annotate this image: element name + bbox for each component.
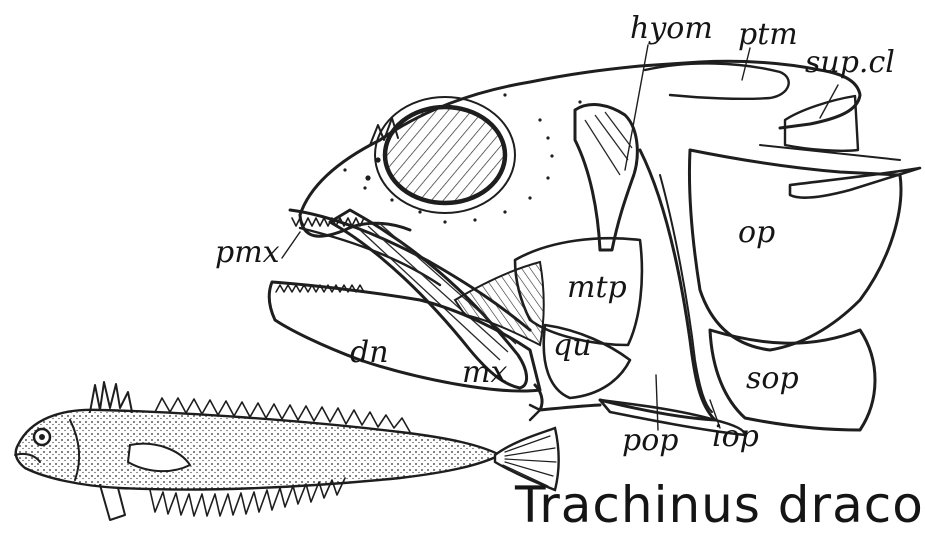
first-dorsal-fin	[90, 382, 132, 412]
label-dn: dn	[350, 335, 389, 370]
cleithrum-line	[760, 145, 900, 160]
label-iop: iop	[712, 419, 759, 454]
label-mx: mx	[462, 355, 507, 390]
fish-drawing	[15, 382, 559, 520]
label-ptm: ptm	[738, 17, 798, 52]
fish-body	[16, 410, 500, 490]
label-sup-cl: sup.cl	[805, 45, 895, 80]
supracleithrum	[785, 96, 858, 151]
label-op: op	[738, 215, 775, 250]
figure-caption: Trachinus draco	[514, 476, 924, 534]
label-pop: pop	[622, 423, 678, 458]
label-qu: qu	[553, 328, 592, 363]
ptm-plate	[645, 63, 789, 98]
pelvic-fin	[100, 485, 125, 520]
label-hyom: hyom	[630, 11, 713, 46]
label-mtp: mtp	[567, 270, 627, 305]
orbit	[385, 107, 505, 203]
hyomandibular	[575, 105, 637, 250]
label-pmx: pmx	[215, 235, 280, 270]
label-sop: sop	[746, 361, 799, 396]
skull-drawing	[269, 61, 920, 435]
opercle	[689, 150, 900, 350]
